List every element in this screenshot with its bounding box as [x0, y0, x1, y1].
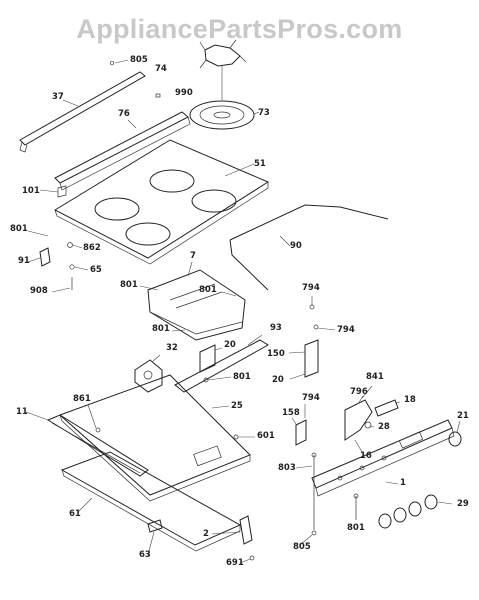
callout-29: 29	[457, 499, 469, 509]
callout-801c: 801	[199, 285, 217, 295]
callout-908: 908	[30, 286, 48, 296]
callout-20b: 20	[272, 375, 284, 385]
callout-25: 25	[231, 401, 243, 411]
part-862-screw	[51, 242, 89, 293]
callout-1: 1	[400, 478, 406, 488]
part-25-oven-bottom	[59, 374, 255, 502]
callout-20a: 20	[224, 340, 236, 350]
part-93-bracket	[174, 334, 269, 393]
callout-65: 65	[90, 265, 102, 275]
part-805-screw	[109, 59, 129, 66]
part-91-hinge	[27, 230, 51, 267]
callout-862: 862	[83, 243, 101, 253]
callout-801d: 801	[152, 324, 170, 334]
part-61-drawer-panel	[60, 451, 242, 552]
part-801-screw	[353, 493, 359, 520]
part-11-front-trim	[25, 404, 149, 477]
callout-150: 150	[267, 349, 285, 359]
callout-794b: 794	[337, 325, 355, 335]
callout-803: 803	[278, 463, 296, 473]
callout-labels: 805 74 37 990 73 76 51 101 801 862 90 91 65 7 801 908 80…	[10, 55, 469, 568]
part-101-bracket	[39, 185, 67, 198]
callout-841: 841	[366, 372, 384, 382]
callout-18: 18	[404, 395, 416, 405]
callout-61: 61	[69, 509, 81, 519]
callout-801b: 801	[120, 280, 138, 290]
callout-801f: 801	[347, 523, 365, 533]
callout-16: 16	[360, 451, 372, 461]
callout-101: 101	[22, 186, 40, 196]
callout-21: 21	[457, 411, 469, 421]
part-73-drip-pan	[189, 100, 260, 130]
callout-76: 76	[118, 109, 130, 119]
callout-63: 63	[139, 550, 151, 560]
callout-805a: 805	[130, 55, 148, 65]
callout-74: 74	[155, 64, 167, 74]
callout-801e: 801	[233, 372, 251, 382]
callout-7: 7	[190, 251, 196, 261]
part-29-knob-set	[378, 494, 453, 529]
callout-11: 11	[16, 407, 28, 417]
callout-91: 91	[18, 256, 30, 266]
callout-51: 51	[254, 159, 266, 169]
watermark: AppliancePartsPros.com	[76, 14, 403, 44]
part-150-bracket	[288, 339, 319, 380]
part-90-wire-harness	[229, 204, 389, 291]
callout-691: 691	[226, 558, 244, 568]
callout-28: 28	[378, 422, 390, 432]
part-2-bracket	[211, 515, 255, 564]
callout-794a: 794	[302, 283, 320, 293]
part-21-knob	[448, 420, 462, 447]
part-74-burner-head	[199, 39, 247, 100]
part-76-trim-rail	[54, 111, 191, 191]
callout-32: 32	[166, 343, 178, 353]
part-16-thermostat	[344, 385, 373, 453]
part-32-valve	[134, 354, 163, 393]
callout-861: 861	[73, 394, 91, 404]
part-18-switch	[364, 399, 401, 429]
part-7-burner-box	[139, 261, 246, 341]
callout-2: 2	[203, 529, 209, 539]
callout-73: 73	[258, 108, 270, 118]
callout-90: 90	[290, 241, 302, 251]
part-158-bracket	[291, 404, 307, 446]
callout-801a: 801	[10, 224, 28, 234]
part-990-clip	[155, 93, 161, 98]
part-37-trim-rail	[19, 71, 146, 153]
part-51-cooktop	[53, 139, 270, 265]
callout-990: 990	[175, 88, 193, 98]
callout-794c: 794	[302, 393, 320, 403]
callout-805b: 805	[293, 542, 311, 552]
callout-158: 158	[282, 408, 300, 418]
callout-796: 796	[350, 387, 368, 397]
callout-37: 37	[52, 92, 64, 102]
part-794-screw	[309, 296, 336, 331]
callout-93: 93	[270, 323, 282, 333]
part-20-bracket-upper	[199, 344, 232, 383]
part-63-foot	[147, 519, 163, 556]
callout-601: 601	[257, 431, 275, 441]
part-803-screw	[295, 452, 317, 546]
